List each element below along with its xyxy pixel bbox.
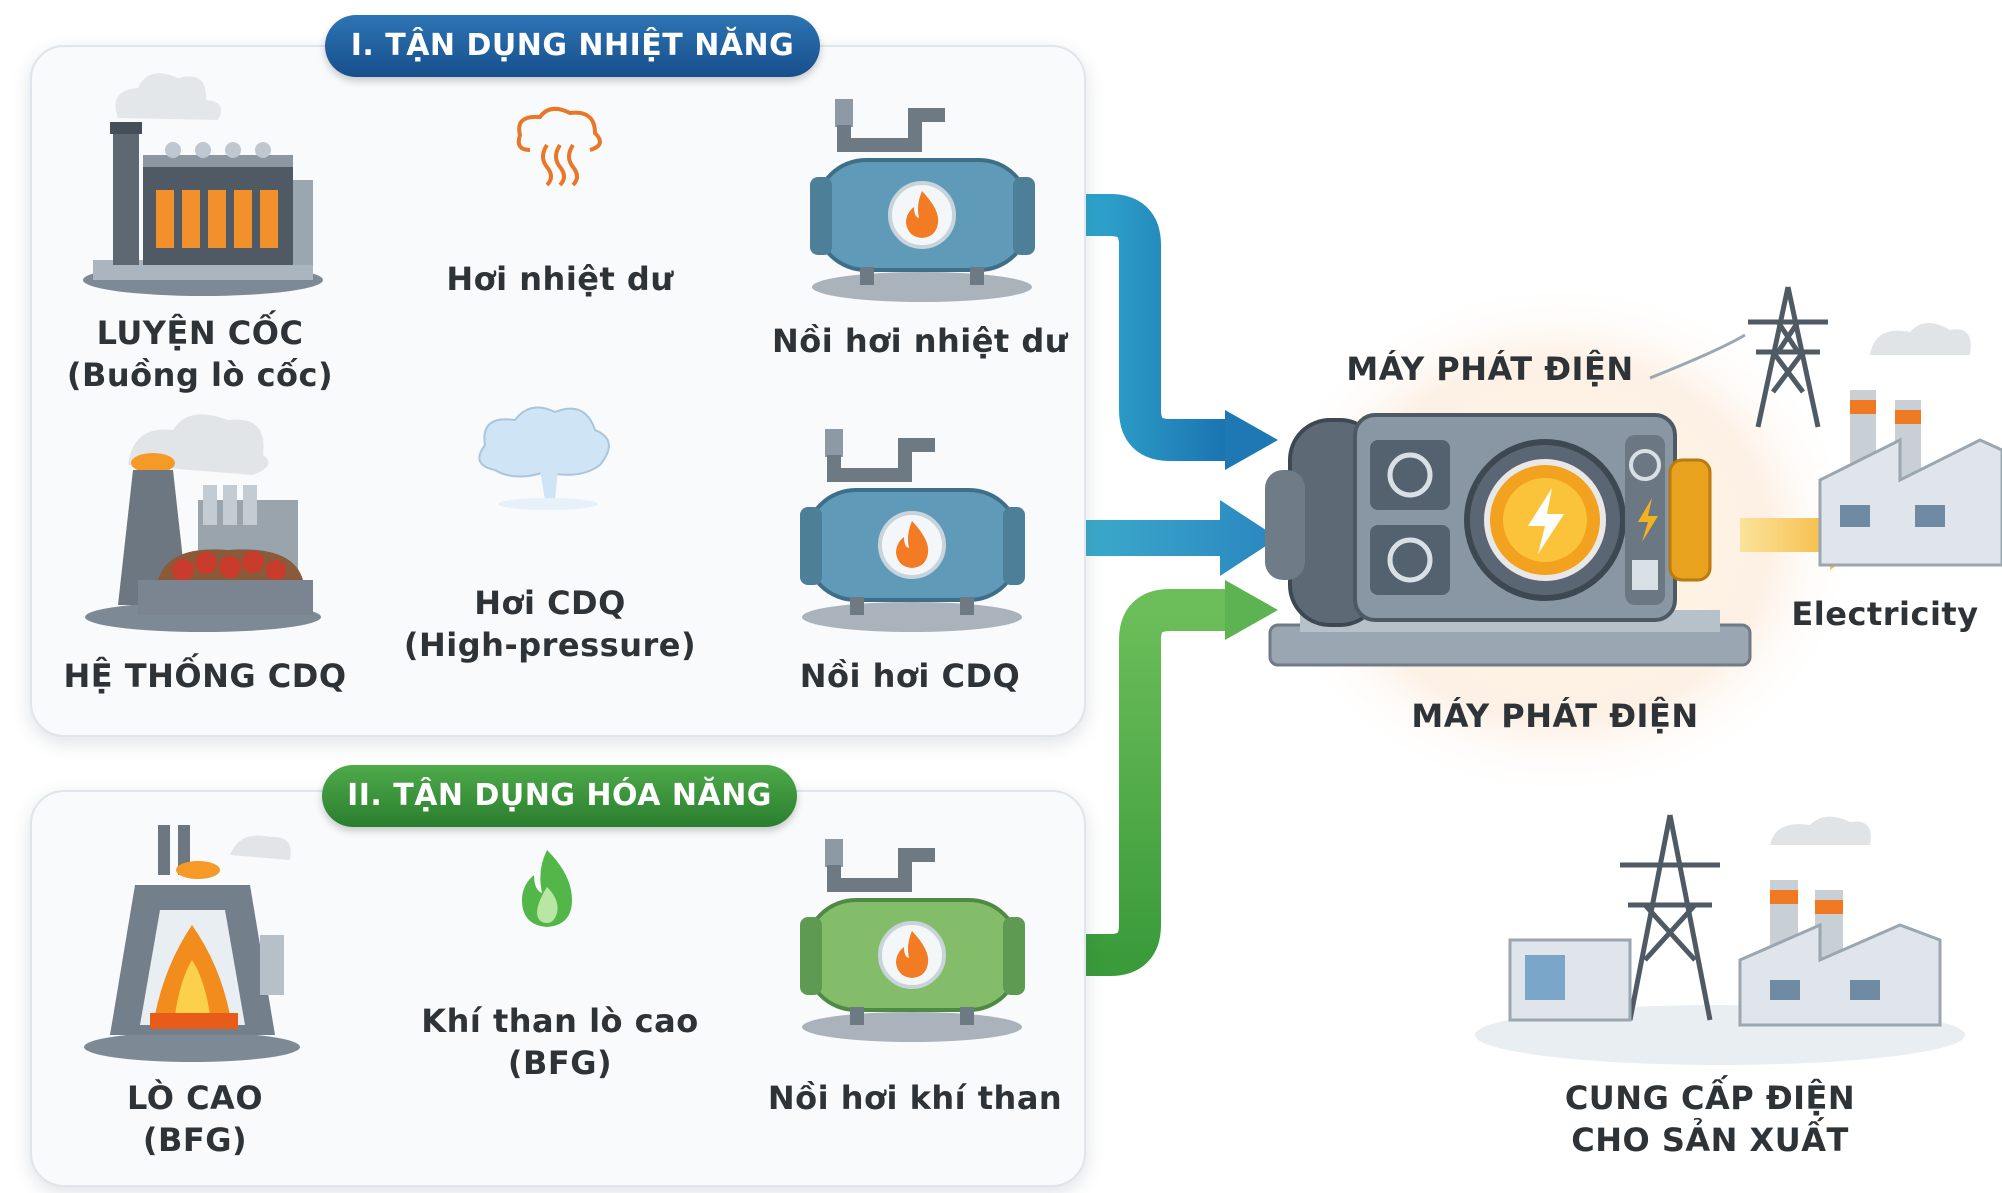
heat-waves-icon (516, 106, 602, 187)
power-line (1649, 333, 1746, 380)
section1-title: I. TẬN DỤNG NHIỆT NĂNG (325, 15, 820, 77)
cdq-boiler-label: Nồi hơi CDQ (799, 657, 1021, 695)
steam-cloud-icon (478, 406, 610, 510)
boiler-tank-icon (800, 839, 1025, 1042)
electricity-label: Electricity (1791, 595, 1979, 633)
power-supply-label: CUNG CẤP ĐIỆN CHO SẢN XUẤT (1540, 1077, 1880, 1161)
cdq-steam-note: (High-pressure) (403, 626, 697, 664)
generator-bottom-label: MÁY PHÁT ĐIỆN (1411, 697, 1699, 735)
coke-oven-factory-icon (83, 73, 323, 296)
power-supply-scene-icon (1475, 814, 1965, 1065)
power-supply-line1: CUNG CẤP ĐIỆN (1564, 1079, 1856, 1117)
waste-heat-label: Hơi nhiệt dư (446, 260, 674, 298)
coke-oven-subname: (Buồng lò cốc) (66, 356, 334, 394)
cdq-system-label: HỆ THỐNG CDQ (63, 657, 347, 695)
green-flame-icon (522, 850, 572, 927)
waste-heat-boiler-label: Nồi hơi nhiệt dư (771, 322, 1069, 360)
bfg-gas-name: Khí than lò cao (421, 1002, 699, 1040)
supply-tower (1620, 814, 1720, 1021)
bfg-gas-note: (BFG) (507, 1044, 613, 1082)
coke-oven-label: LUYỆN CỐC (Buồng lò cốc) (60, 312, 340, 396)
cdq-quenching-plant-icon (85, 414, 321, 632)
blast-furnace-subname: (BFG) (142, 1121, 248, 1159)
gas-boiler-label: Nồi hơi khí than (767, 1079, 1063, 1117)
boiler-tank-icon (800, 429, 1025, 632)
generator-top-label: MÁY PHÁT ĐIỆN (1346, 350, 1634, 388)
power-supply-line2: CHO SẢN XUẤT (1571, 1121, 1849, 1159)
section2-title: II. TẬN DỤNG HÓA NĂNG (322, 765, 797, 827)
transmission-tower-icon (1748, 286, 1828, 428)
blast-furnace-name: LÒ CAO (126, 1079, 264, 1117)
cdq-steam-label: Hơi CDQ (High-pressure) (385, 582, 715, 666)
coke-oven-name: LUYỆN CỐC (96, 314, 304, 352)
factory-icon (1818, 322, 2002, 567)
bfg-gas-label: Khí than lò cao (BFG) (400, 1000, 720, 1084)
cdq-steam-name: Hơi CDQ (474, 584, 626, 622)
boiler-tank-icon (810, 99, 1035, 302)
electric-generator-icon (1265, 413, 1752, 667)
blast-furnace-label: LÒ CAO (BFG) (85, 1077, 305, 1161)
blast-furnace-icon (84, 825, 300, 1062)
